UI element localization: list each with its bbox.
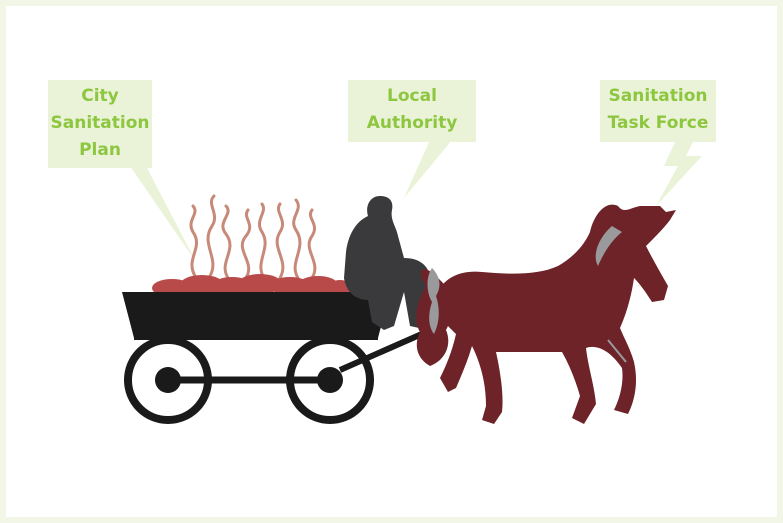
cart <box>122 292 442 424</box>
horse <box>416 204 676 424</box>
task-force-bubble-pointer <box>656 140 702 206</box>
driver-figure <box>344 196 430 330</box>
authority-bubble-pointer <box>404 140 452 198</box>
plan-label-line-3: Plan <box>79 140 121 160</box>
front-wheel <box>286 336 374 424</box>
horse-leg-highlight <box>607 339 627 363</box>
task-force-label-line-1: Sanitation <box>608 86 708 106</box>
rear-wheel <box>124 336 212 424</box>
horse-tail-highlight <box>427 268 440 334</box>
cart-bed <box>122 292 390 338</box>
authority-label-line-2: Authority <box>366 113 458 133</box>
horse-mane <box>595 226 622 266</box>
steam-swirls <box>189 194 317 280</box>
task-force-label-line-2: Task Force <box>607 113 709 133</box>
plan-bubble-pointer <box>130 166 196 262</box>
plan-label-line-1: City <box>81 86 119 106</box>
task-force-label: Sanitation Task Force <box>600 80 716 142</box>
plan-label: City Sanitation Plan <box>48 80 152 168</box>
authority-label-line-1: Local <box>387 86 437 106</box>
horse-body <box>435 204 676 424</box>
plan-label-line-2: Sanitation <box>50 113 150 133</box>
authority-label: Local Authority <box>348 80 476 142</box>
